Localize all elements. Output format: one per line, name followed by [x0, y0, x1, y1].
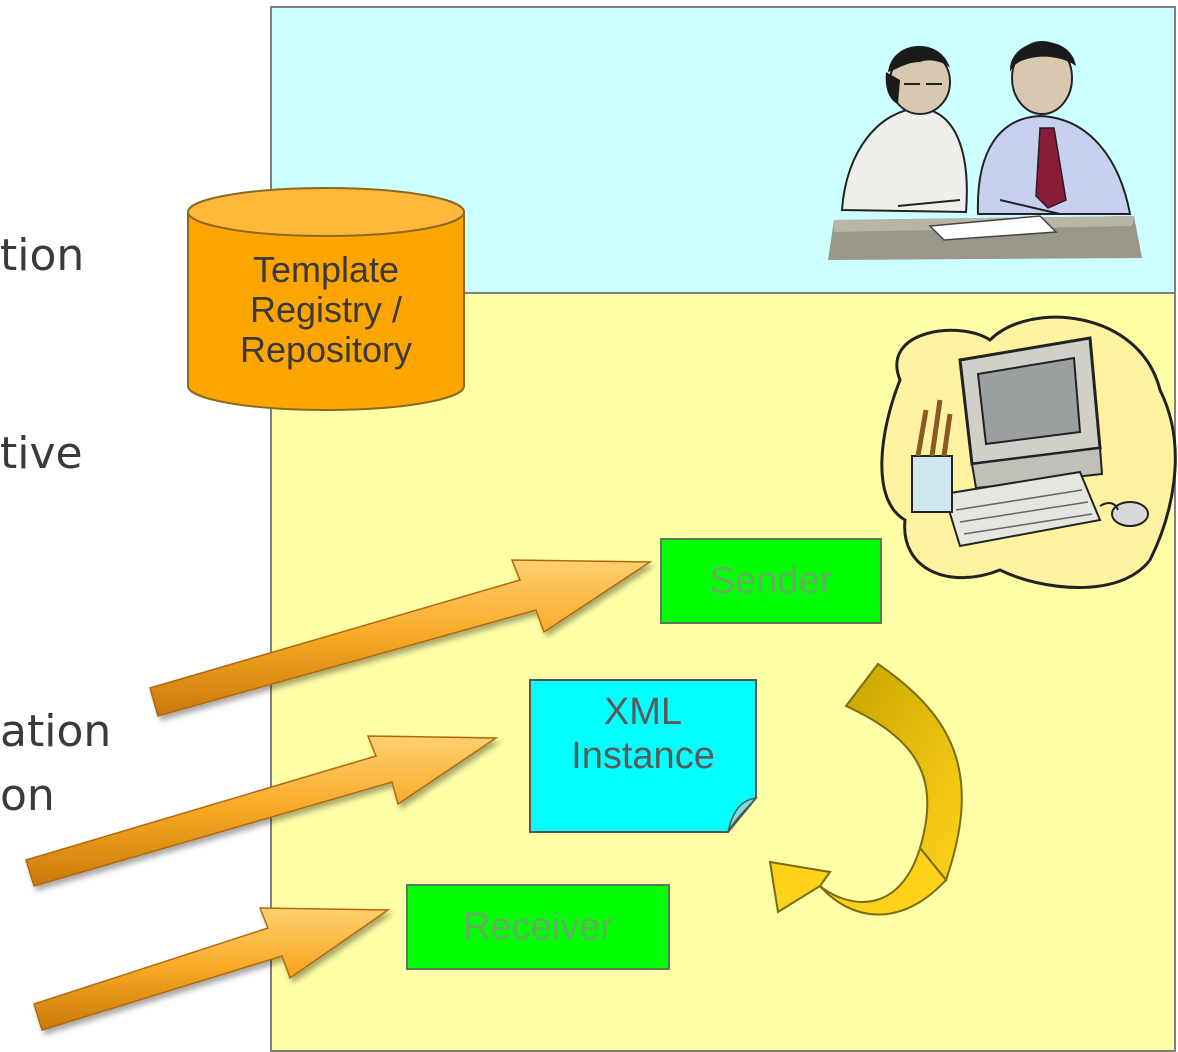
sender-label: Sender	[709, 559, 833, 602]
text-fragment-3: ation	[0, 706, 112, 757]
xml-label-line-2: Instance	[571, 735, 715, 777]
arrow-to-xml-instance	[25, 735, 499, 887]
database-label-line-2: Registry /	[249, 289, 403, 330]
arrow-to-sender	[149, 559, 653, 717]
computer-desk-clipart-icon	[880, 315, 1177, 589]
xml-instance-label: XML Instance	[530, 690, 756, 778]
text-fragment-4: on	[0, 770, 55, 821]
database-label: Template Registry / Repository	[188, 250, 464, 370]
sender-box: Sender	[660, 538, 882, 624]
text-fragment-1: tion	[0, 230, 85, 281]
xml-label-line-1: XML	[603, 691, 683, 733]
text-fragment-2: tive	[0, 428, 83, 479]
receiver-label: Receiver	[463, 905, 613, 948]
database-label-line-1: Template	[252, 249, 400, 290]
xml-instance-document	[529, 679, 758, 833]
people-working-clipart-icon	[828, 41, 1142, 260]
database-label-line-3: Repository	[239, 329, 413, 370]
cycle-arrow	[768, 662, 963, 916]
receiver-box: Receiver	[406, 884, 670, 970]
arrow-to-receiver	[33, 907, 391, 1031]
template-registry-database	[187, 187, 465, 411]
